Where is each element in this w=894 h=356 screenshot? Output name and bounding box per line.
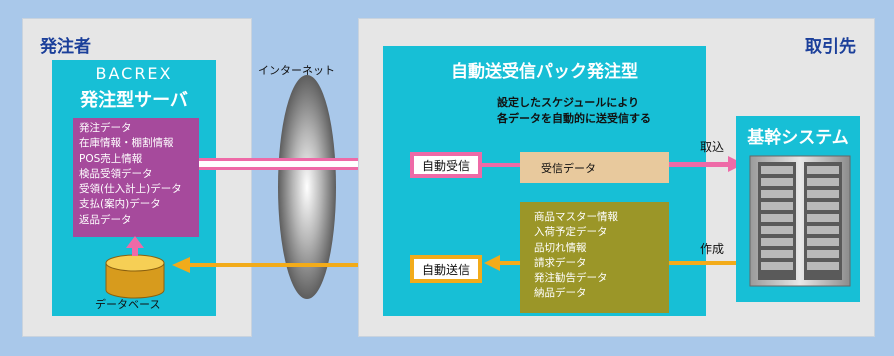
send-data-item: 品切れ情報 <box>534 241 587 254</box>
auto-send-box <box>410 255 482 283</box>
send-data-item: 請求データ <box>534 256 587 269</box>
supplier-section-title: 取引先 <box>805 37 856 57</box>
internet-cloud <box>278 75 336 299</box>
create-arrow <box>484 255 750 271</box>
received-data-box <box>520 152 669 183</box>
order-data-item: 受領(仕入計上)データ <box>79 183 182 196</box>
package-title: 自動送受信パック発注型 <box>451 62 638 82</box>
auto-send-label: 自動送信 <box>421 263 470 277</box>
receive-line <box>199 158 410 170</box>
order-data-list: 発注データ在庫情報・棚割情報 POS売上情報検品受領データ受領(仕入計上)データ支… <box>73 118 199 237</box>
send-data-item: 納品データ <box>534 287 587 300</box>
orderer-section-title: 発注者 <box>40 37 91 57</box>
order-data-item: POS売上情報 <box>79 152 143 165</box>
auto-receive-label: 自動受信 <box>421 159 470 173</box>
order-data-item: 検品受領データ <box>79 167 153 180</box>
description-line2: 各データを自動的に送受信する <box>497 112 651 125</box>
server-title-line2: 発注型サーバ <box>80 90 188 111</box>
database-label: データベース <box>95 298 161 311</box>
server-title-line1: BACREX <box>95 64 173 83</box>
server-rack-icon <box>749 155 851 287</box>
internet-label: インターネット <box>258 64 335 77</box>
order-data-item: 発注データ <box>79 122 132 134</box>
db-to-data-arrow <box>126 236 144 256</box>
send-data-item: 発注勧告データ <box>534 272 608 285</box>
send-line-left <box>172 257 410 273</box>
send-data-item: 入荷予定データ <box>534 226 608 239</box>
create-label: 作成 <box>700 242 725 256</box>
order-data-item: 返品データ <box>79 213 132 226</box>
received-data-label: 受信データ <box>541 162 596 175</box>
import-label: 取込 <box>700 140 725 154</box>
send-data-item: 商品マスター情報 <box>534 211 618 223</box>
order-data-item: 支払(案内)データ <box>79 198 161 211</box>
order-data-item: 在庫情報・棚割情報 <box>79 137 174 150</box>
description-line1: 設定したスケジュールにより <box>497 96 640 109</box>
database-icon <box>105 254 165 299</box>
auto-receive-box <box>410 152 482 178</box>
send-data-list: 商品マスター情報入荷予定データ品切れ情報請求データ発注勧告データ納品データ <box>520 202 669 313</box>
core-system-title: 基幹システム <box>747 128 849 148</box>
